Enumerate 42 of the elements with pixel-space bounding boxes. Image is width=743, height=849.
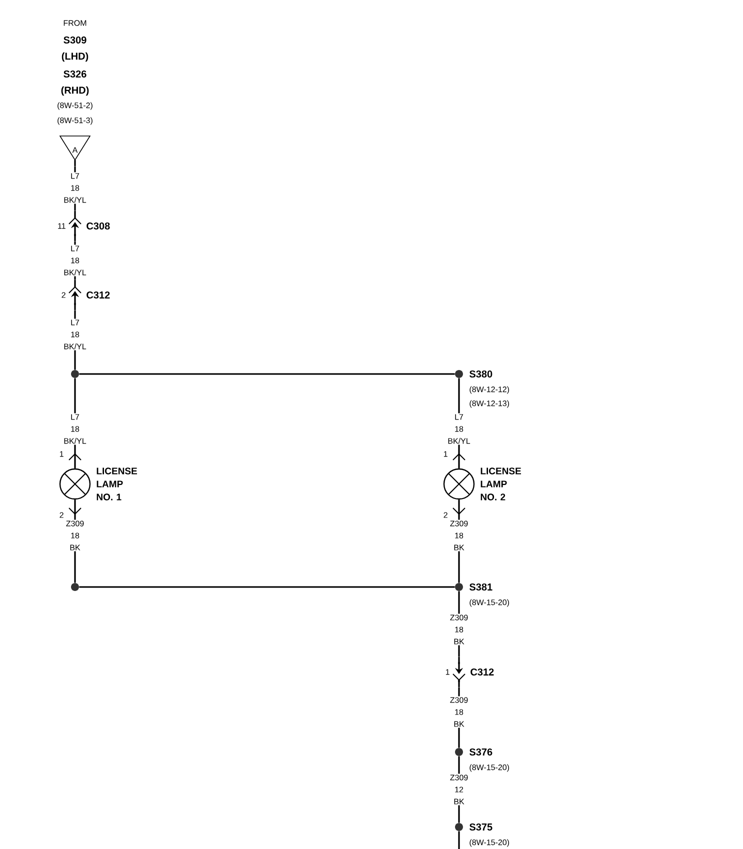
wire: [458, 831, 460, 849]
splice-label: S380: [469, 370, 492, 378]
source-label: (RHD): [61, 86, 89, 96]
pin-number: 2: [444, 512, 448, 518]
page-reference: (8W-51-3): [58, 117, 92, 125]
connector-label: C312: [86, 291, 110, 299]
lamp-label: LICENSE LAMP NO. 2: [480, 468, 521, 500]
page-reference: (8W-15-20): [470, 599, 509, 607]
pin-number: 1: [446, 669, 450, 675]
source-label: (LHD): [62, 52, 88, 62]
wire: [79, 373, 455, 375]
wire-label: Z309 18 BK: [59, 520, 91, 552]
splice-dot: [71, 370, 79, 378]
page-reference: (8W-15-20): [470, 839, 509, 847]
wire-label: L7 18 BK/YL: [59, 318, 91, 350]
splice-label: S376: [469, 748, 492, 756]
connector-label: C308: [86, 222, 110, 230]
connector-label: C312: [470, 668, 494, 676]
pin-number: 1: [60, 451, 64, 457]
splice-label: S375: [469, 823, 492, 831]
source-label: FROM: [64, 20, 86, 26]
lamp-label: LICENSE LAMP NO. 1: [96, 468, 137, 500]
wire-label: Z309 18 BK: [443, 614, 475, 646]
pin-number: 2: [60, 512, 64, 518]
splice-dot: [71, 583, 79, 591]
wire-label: L7 18 BK/YL: [59, 413, 91, 445]
wire-label: L7 18 BK/YL: [59, 172, 91, 204]
pin-number: 2: [62, 292, 66, 298]
page-reference: (8W-12-13): [470, 400, 509, 408]
splice-label: S381: [469, 583, 492, 591]
source-label: S326: [64, 70, 86, 78]
wire: [79, 586, 455, 588]
page-reference: (8W-12-12): [470, 386, 509, 394]
wire-label: L7 18 BK/YL: [443, 413, 475, 445]
pin-number: 1: [444, 451, 448, 457]
wire-label: Z309 18 BK: [443, 520, 475, 552]
pin-number: 11: [58, 223, 66, 229]
page-reference: (8W-15-20): [470, 764, 509, 772]
page-reference: (8W-51-2): [58, 102, 92, 110]
wire-label: Z309 12 BK: [443, 774, 475, 806]
source-label: S309: [64, 36, 86, 44]
wire-label: Z309 18 BK: [443, 696, 475, 728]
